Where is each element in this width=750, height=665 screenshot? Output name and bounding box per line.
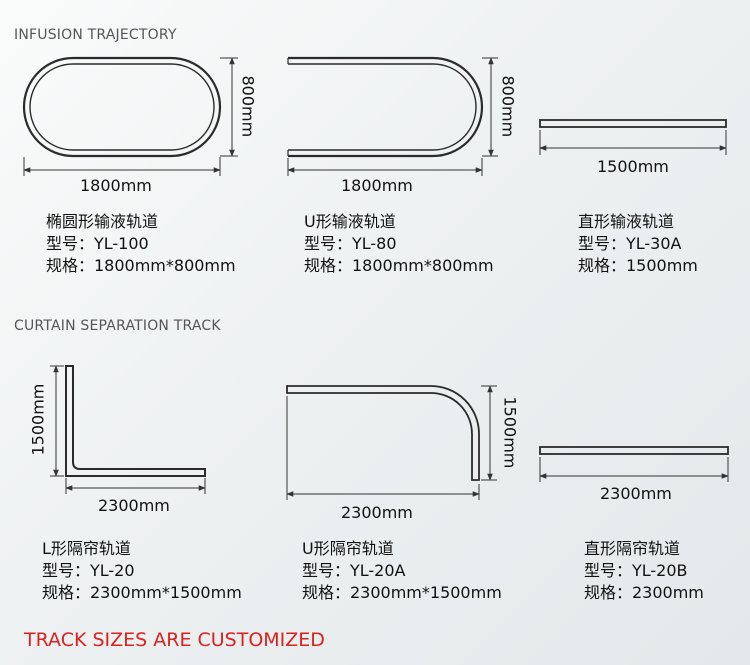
u-infusion-width-label: 1800mm [341, 176, 413, 195]
u-curtain-width-label: 2300mm [341, 503, 413, 522]
product-model: 型号：YL-20A [302, 561, 406, 580]
product-name: U形隔帘轨道 [302, 539, 394, 558]
oval-spec-block: 椭圆形输液轨道 型号：YL-100 规格：1800mm*800mm [46, 211, 236, 277]
section-title-curtain: CURTAIN SEPARATION TRACK [14, 318, 221, 334]
product-model: 型号：YL-100 [46, 234, 149, 253]
product-model: 型号：YL-20 [42, 561, 135, 580]
u-curtain-track-drawing [286, 385, 480, 481]
product-name: 直形输液轨道 [578, 212, 675, 231]
product-spec: 规格：2300mm [584, 583, 704, 602]
product-spec: 规格：1800mm*800mm [46, 256, 236, 275]
oval-height-label: 800mm [238, 75, 258, 138]
straight-curtain-track-drawing [539, 446, 729, 455]
straight-infusion-spec-block: 直形输液轨道 型号：YL-30A 规格：1500mm [578, 211, 698, 277]
u-infusion-height-label: 800mm [498, 75, 518, 138]
customization-notice: TRACK SIZES ARE CUSTOMIZED [24, 629, 325, 651]
product-model: 型号：YL-30A [578, 234, 682, 253]
product-name: L形隔帘轨道 [42, 539, 131, 558]
product-spec: 规格：1500mm [578, 256, 698, 275]
oval-width-label: 1800mm [80, 176, 152, 195]
product-spec: 规格：2300mm*1500mm [42, 583, 242, 602]
straight-infusion-track-drawing [539, 119, 727, 128]
straight-infusion-dimension-lines [539, 130, 727, 155]
l-curtain-width-label: 2300mm [98, 496, 170, 515]
product-name: 椭圆形输液轨道 [46, 212, 159, 231]
u-infusion-dimension-lines [287, 57, 498, 176]
straight-curtain-dimension-lines [539, 457, 729, 482]
straight-curtain-width-label: 2300mm [600, 484, 672, 503]
l-curtain-dimension-lines [50, 365, 206, 494]
oval-track-drawing [22, 56, 222, 158]
oval-dimension-lines [23, 57, 238, 176]
l-curtain-track-drawing [65, 365, 206, 477]
straight-infusion-width-label: 1500mm [597, 157, 669, 176]
product-model: 型号：YL-20B [584, 561, 688, 580]
product-name: U形输液轨道 [304, 212, 396, 231]
straight-curtain-spec-block: 直形隔帘轨道 型号：YL-20B 规格：2300mm [584, 538, 704, 604]
product-name: 直形隔帘轨道 [584, 539, 681, 558]
l-curtain-height-label: 1500mm [28, 383, 48, 456]
product-model: 型号：YL-80 [304, 234, 397, 253]
product-spec: 规格：1800mm*800mm [304, 256, 494, 275]
u-infusion-track-drawing [287, 56, 484, 158]
section-title-infusion: INFUSION TRAJECTORY [14, 27, 177, 43]
u-infusion-spec-block: U形输液轨道 型号：YL-80 规格：1800mm*800mm [304, 211, 494, 277]
u-curtain-height-label: 1500mm [500, 396, 520, 469]
u-curtain-dimension-lines [286, 385, 497, 500]
u-curtain-spec-block: U形隔帘轨道 型号：YL-20A 规格：2300mm*1500mm [302, 538, 502, 604]
product-spec: 规格：2300mm*1500mm [302, 583, 502, 602]
l-curtain-spec-block: L形隔帘轨道 型号：YL-20 规格：2300mm*1500mm [42, 538, 242, 604]
